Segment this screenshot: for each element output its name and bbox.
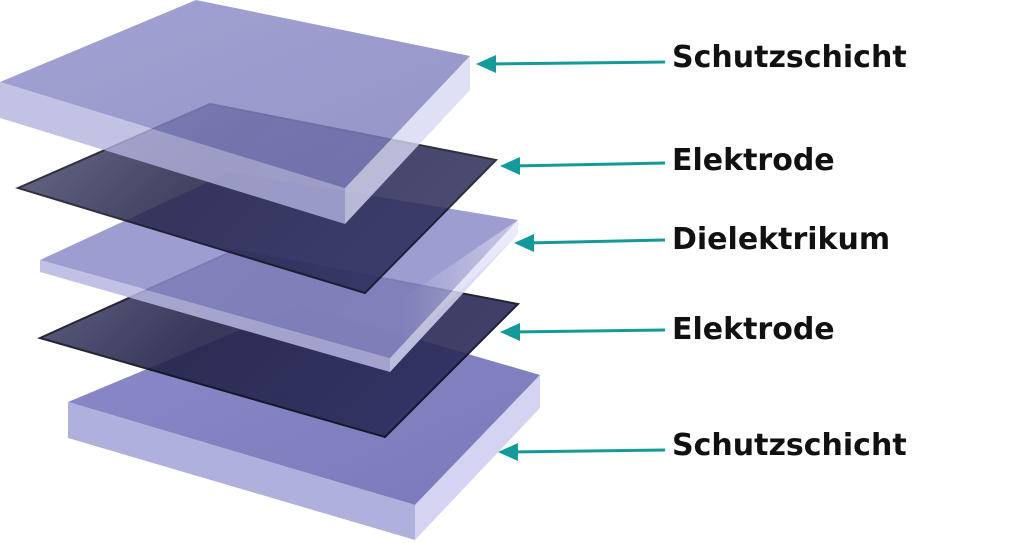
arrow-elektrode-bottom: [511, 328, 666, 334]
top-slab-side-face: [345, 56, 470, 224]
arrowhead-elektrode-top: [500, 157, 520, 175]
arrowhead-schutzschicht-bottom: [498, 443, 518, 461]
dielectric-shine: [400, 220, 518, 345]
bottom-slab-side-face: [415, 375, 540, 540]
top-slab-front-face: [0, 82, 345, 224]
callout-arrows: [476, 55, 666, 461]
arrowhead-elektrode-bottom: [500, 323, 520, 341]
dielectric-front-face: [40, 260, 390, 372]
top-protective-slab: [0, 0, 470, 224]
label-elektrode-top: Elektrode: [672, 143, 835, 178]
arrow-schutzschicht-top: [487, 60, 666, 66]
label-dielektrikum: Dielektrikum: [672, 222, 890, 257]
label-elektrode-bottom: Elektrode: [672, 312, 835, 347]
label-schutzschicht-top: Schutzschicht: [672, 40, 907, 75]
arrow-dielektrikum: [525, 238, 666, 245]
arrow-elektrode-top: [511, 161, 666, 168]
layer-labels: Schutzschicht Elektrode Dielektrikum Ele…: [672, 40, 907, 463]
top-slab-top-face: [0, 0, 470, 188]
bottom-slab-front-face: [68, 402, 415, 540]
arrowhead-dielektrikum: [514, 234, 534, 252]
label-schutzschicht-bottom: Schutzschicht: [672, 428, 907, 463]
arrowhead-schutzschicht-top: [476, 55, 496, 73]
arrow-schutzschicht-bottom: [509, 448, 666, 454]
